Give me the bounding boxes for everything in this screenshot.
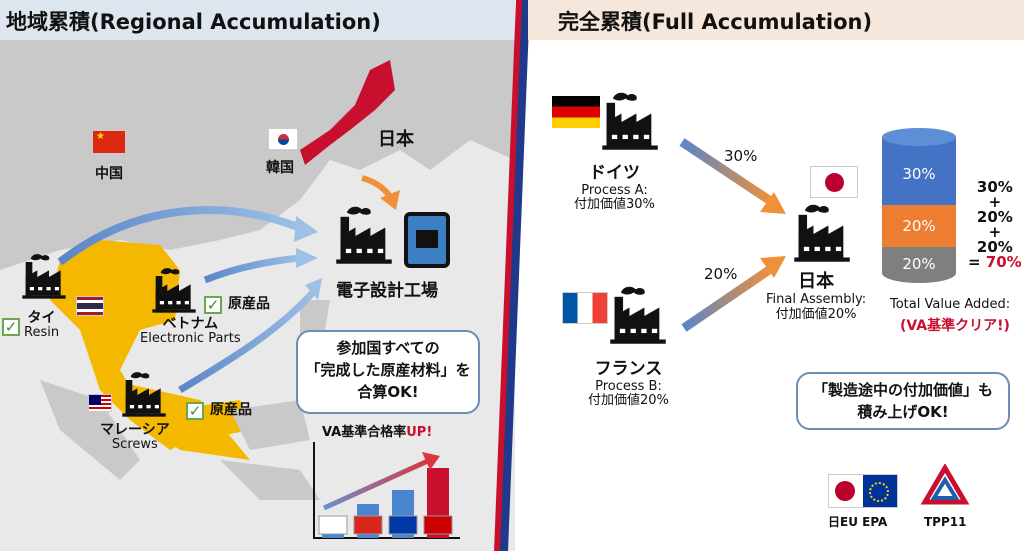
france-process: Process B: [595,378,662,394]
japan-va: 付加価値20% [775,306,857,322]
vietnam-flag [353,515,383,535]
korea-label: 韓国 [266,160,294,176]
regional-panel: 地域累積(Regional Accumulation) ★ 中国 韓国 日本 電… [0,0,515,551]
panel-divider [494,0,530,551]
germany-va: 付加価値30% [574,197,655,213]
malaysia-flag [88,394,112,412]
bubble-line: 積み上げOK! [857,402,949,421]
france-flag [562,292,608,324]
full-speech-bubble: 「製造途中の付加価値」も 積み上げOK! [796,372,1010,430]
sum-term: 30% [976,178,1013,196]
check-icon: ✓ [204,296,222,314]
malaysia-item: Screws [111,437,158,453]
cylinder-segment-france: 20% [882,205,956,247]
cylinder-segment-japan: 20% [882,247,956,283]
germany-flag [552,96,600,128]
bubble-line: 参加国すべての [336,339,440,357]
france-arrow-label: 20% [704,265,738,283]
trend-arrowhead [422,452,440,470]
total-label: Total Value Added: [890,297,1011,312]
mini-chart-title-text: VA基準合格率 [322,425,407,440]
thailand-flag [76,296,104,316]
clear-label: (VA基準クリア!) [900,318,1010,334]
check-icon: ✓ [2,318,20,336]
cylinder-segment-germany: 30% [882,137,956,205]
france-name: フランス [594,359,663,379]
mini-bar-chart [313,442,460,539]
value-arrows [679,138,786,332]
germany-factory-icon [594,90,666,154]
malaysia-factory-icon [116,370,172,420]
malaysia-badge: 原産品 [210,402,252,418]
electronics-factory-icon [328,204,400,268]
sum-term: 20% [976,208,1013,226]
china-flag: ★ [92,130,126,154]
value-cylinder: 30% 20% 20% [882,128,956,290]
mini-chart-title: VA基準合格率UP! [322,425,433,441]
china-label: 中国 [95,166,123,182]
thai-factory-icon [16,252,72,302]
japan-eu-flags [828,474,898,508]
france-factory-icon [602,284,674,348]
japan-factory-icon [786,202,858,266]
check-icon: ✓ [186,402,204,420]
full-title: 完全累積(Full Accumulation) [558,10,873,34]
germany-process: Process A: [581,182,648,198]
regional-speech-bubble: 参加国すべての 「完成した原産材料」を 合算OK! [296,330,480,414]
asia-map [0,40,515,500]
bubble-line: 「製造途中の付加価値」も [812,381,993,399]
germany-name: ドイツ [588,163,640,183]
full-title-bar [528,0,1024,40]
sum-term: 20% [976,238,1013,256]
germany-arrow-label: 30% [724,147,758,165]
japan-flag [318,515,348,535]
sum-plus: + [988,193,1002,211]
vietnam-factory-icon [146,266,202,316]
malaysia-name: マレーシア [100,422,170,438]
agreement-label-epa: 日EU EPA [828,515,888,529]
mini-chart-title-highlight: UP! [406,425,433,440]
regional-title-bar [0,0,515,40]
sum-plus: + [988,223,1002,241]
agreement-label-tpp: TPP11 [924,515,967,529]
malaysia-flag [423,515,453,535]
japan-process: Final Assembly: [766,291,867,307]
japan-label: 日本 [378,129,414,150]
korea-flag [268,128,298,150]
vietnam-name: ベトナム [162,316,219,332]
philippines-flag [388,515,418,535]
regional-title: 地域累積(Regional Accumulation) [6,10,381,34]
tablet-icon [404,212,450,268]
flow-arrows [57,175,400,394]
sum-total: 70% [985,253,1022,271]
thai-item: Resin [24,325,60,341]
sum-equals: = [968,253,986,271]
thai-name: タイ [27,310,56,326]
japan-flag [810,166,858,198]
sum-expression: 30%+20%+20% = 70% [968,180,1022,270]
france-va: 付加価値20% [588,393,669,409]
japan-name: 日本 [798,271,835,292]
bubble-line: 合算OK! [357,382,419,401]
tpp11-logo-icon [920,464,970,505]
electronics-factory-label: 電子設計工場 [336,281,438,301]
trend-arrow [322,457,432,511]
bubble-line: 「完成した原産材料」を [305,360,471,379]
vietnam-item: Electronic Parts [140,331,241,347]
vietnam-badge: 原産品 [228,296,270,312]
